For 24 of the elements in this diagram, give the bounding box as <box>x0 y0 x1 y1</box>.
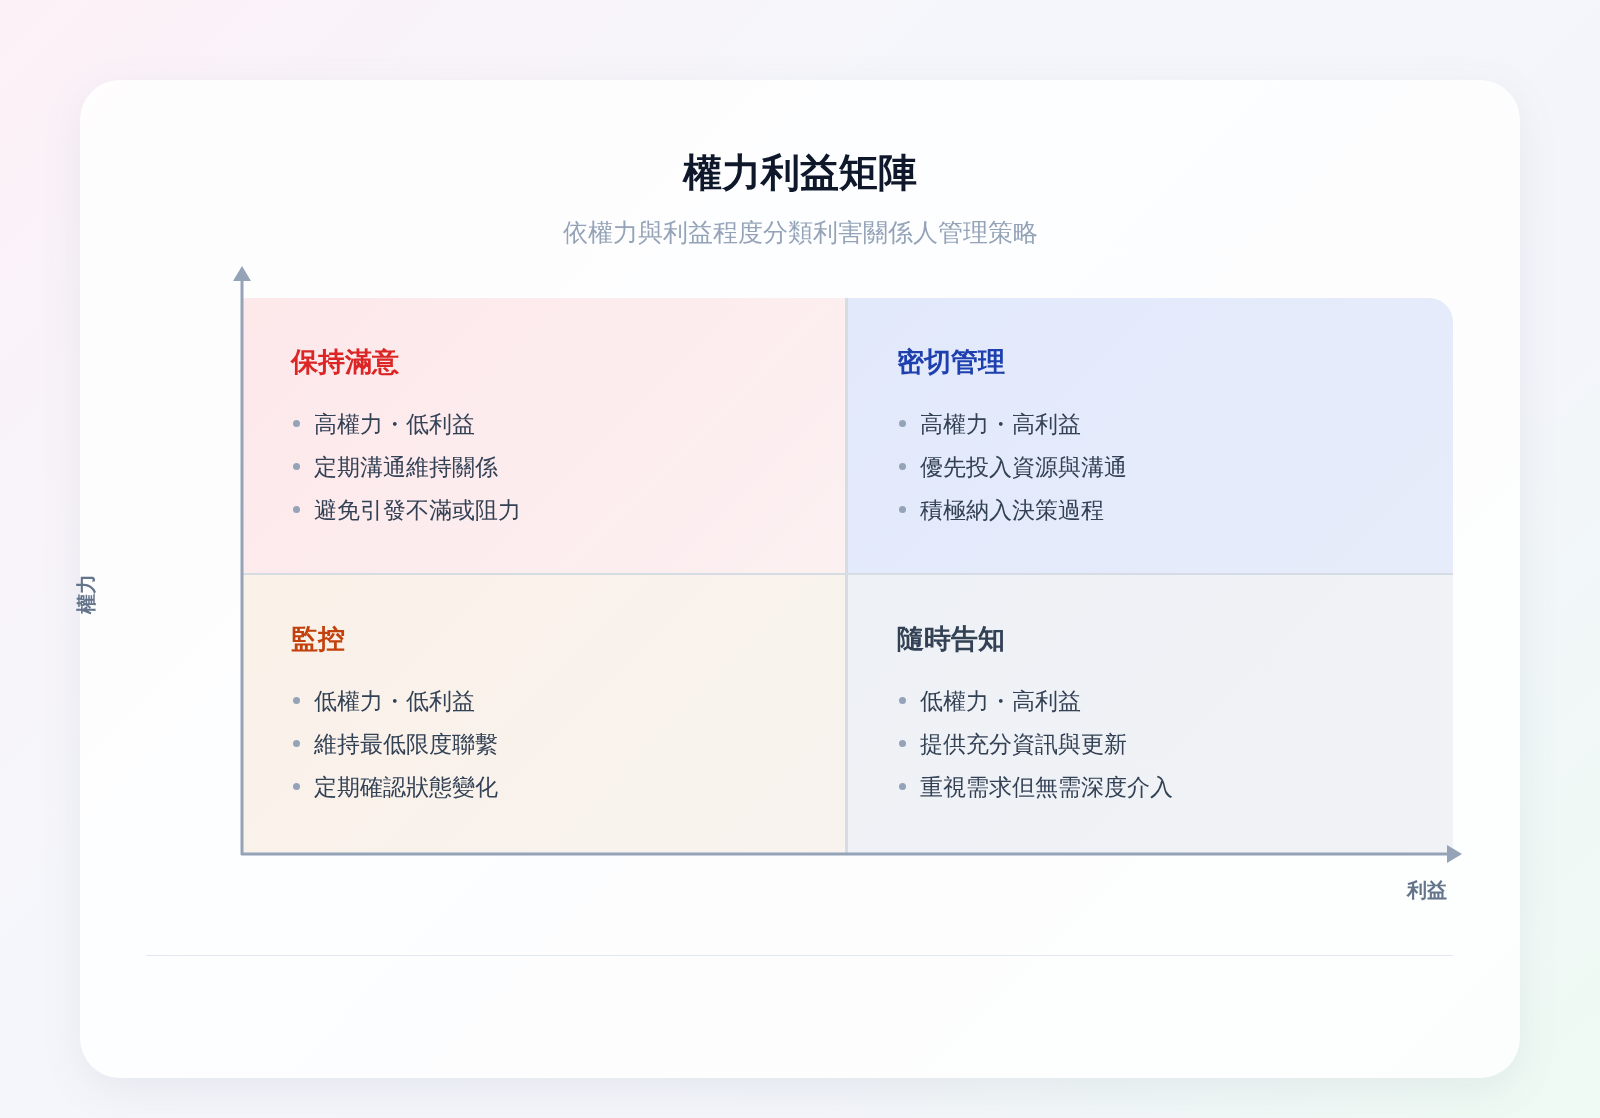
bullet-text: 避免引發不滿或阻力 <box>314 495 521 525</box>
bullet-text: 重視需求但無需深度介入 <box>920 772 1173 802</box>
bullet-text: 高權力・低利益 <box>314 409 475 439</box>
quadrant-heading: 密切管理 <box>897 345 1005 379</box>
title: 權力利益矩陣 <box>683 149 917 197</box>
quadrant-panel <box>848 575 1453 854</box>
bullet-text: 高權力・高利益 <box>920 409 1081 439</box>
quadrant-panel <box>242 575 848 854</box>
quadrant-heading: 隨時告知 <box>897 622 1005 656</box>
axis-label: 利益 <box>1407 878 1447 902</box>
quadrant-panel <box>242 298 848 575</box>
bullet-text: 積極納入決策過程 <box>920 495 1104 525</box>
bullet-text: 維持最低限度聯繫 <box>314 729 498 759</box>
bullet-text: 定期溝通維持關係 <box>314 452 498 482</box>
bullet-text: 優先投入資源與溝通 <box>920 452 1127 482</box>
bullet-text: 定期確認狀態變化 <box>314 772 498 802</box>
quadrant-panel <box>848 298 1453 575</box>
axis-label: 權力 <box>74 574 98 614</box>
bullet-text: 提供充分資訊與更新 <box>920 729 1127 759</box>
bullet-text: 低權力・低利益 <box>314 686 475 716</box>
quadrant-heading: 監控 <box>291 622 345 656</box>
quadrant-heading: 保持滿意 <box>291 345 399 379</box>
subtitle: 依權力與利益程度分類利害關係人管理策略 <box>562 218 1038 248</box>
bullet-text: 低權力・高利益 <box>920 686 1081 716</box>
